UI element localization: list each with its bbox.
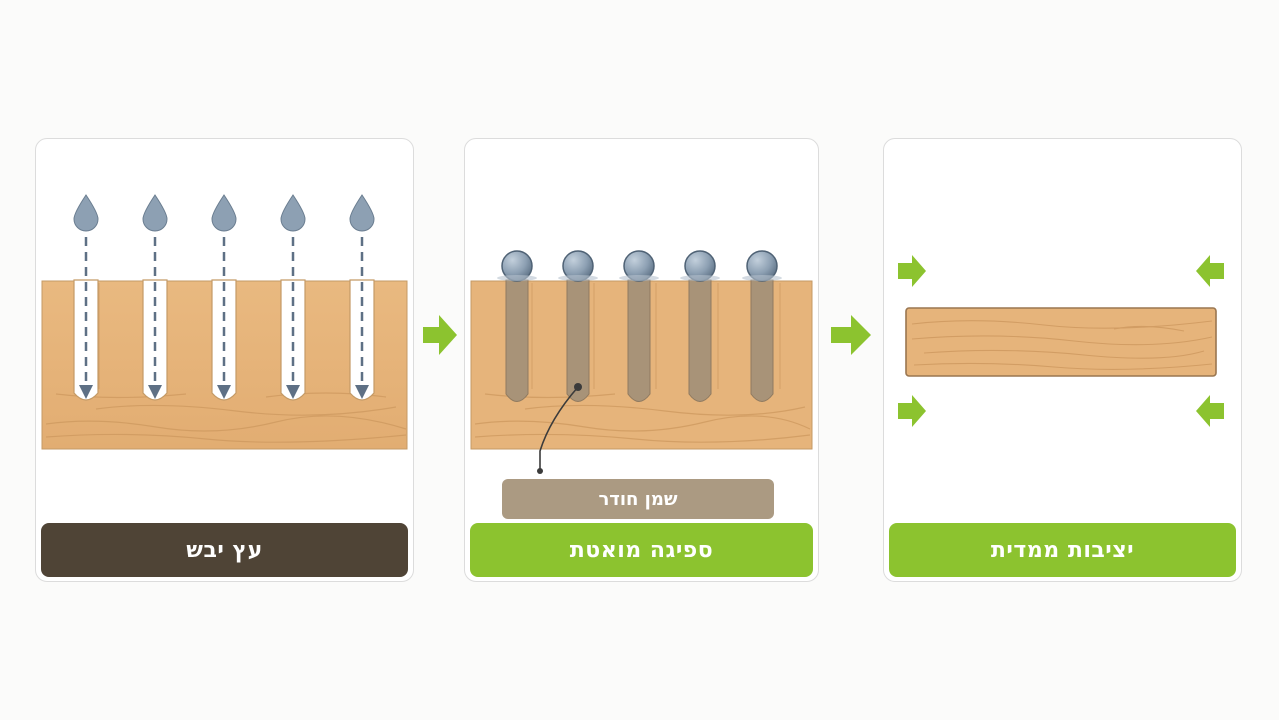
panel-dimensional-stability: יציבות ממדית [883,138,1242,582]
pore [349,279,375,401]
pore [211,279,237,401]
oil-filled-pore [688,279,712,402]
arrowhead-icon [217,385,231,399]
water-drop-icon [73,194,99,232]
water-drop-icon [211,194,237,232]
oil-filled-pore [505,279,529,402]
panel-dry-wood: עץ יבש [35,138,414,582]
green-arrow-icon [423,315,457,355]
oil-filled-pore [627,279,651,402]
caption-dimensional-stability: יציבות ממדית [889,523,1236,577]
absorption-illustration [470,250,813,474]
oil-filled-pore [750,279,774,402]
oil-penetration-label: שמן חודר [502,479,774,519]
green-arrow-icon [898,255,926,287]
arrowhead-icon [148,385,162,399]
stable-wood-plank [905,307,1217,377]
caption-dry-wood: עץ יבש [41,523,408,577]
dry-wood-illustration [41,194,408,450]
arrowhead-icon [355,385,369,399]
oil-label-leader [537,383,582,474]
water-drop-icon [142,194,168,232]
water-drop-icon [280,194,306,232]
green-arrow-icon [1196,395,1224,427]
water-drop-icon [349,194,375,232]
arrowhead-icon [286,385,300,399]
pore [280,279,306,401]
caption-slowed-absorption: ספיגה מואטת [470,523,813,577]
arrowhead-icon [79,385,93,399]
panel-slowed-absorption: שמן חודר ספיגה מואטת [464,138,819,582]
pore [142,279,168,401]
oil-filled-pore [566,279,590,402]
green-arrow-icon [898,395,926,427]
green-arrow-icon [831,315,871,355]
green-arrow-icon [1196,255,1224,287]
pore [73,279,99,401]
stability-illustration [898,255,1224,427]
